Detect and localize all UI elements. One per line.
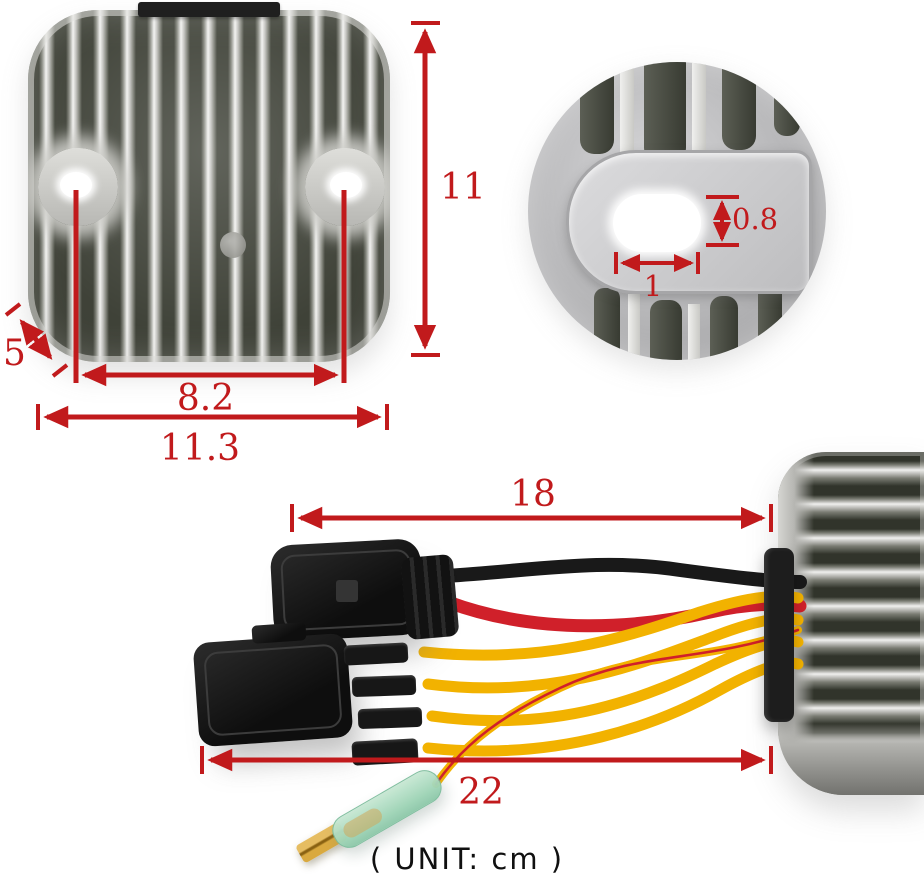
dim-label-overall-width: 11.3 — [159, 428, 241, 469]
hole-detail-magnifier — [528, 62, 826, 360]
fin-ridge — [620, 62, 634, 152]
dim-label-corner: 5 — [3, 333, 26, 374]
fin-slot — [758, 284, 782, 356]
connector-latch-detail — [336, 580, 358, 602]
dim-label-hole-spacing: 8.2 — [176, 378, 235, 419]
fin-slot — [580, 62, 614, 154]
fin-slot — [644, 62, 686, 164]
dim-line-corner-5 — [19, 319, 53, 360]
dim-label-harness-18: 18 — [510, 474, 556, 515]
fin-slot — [650, 300, 682, 360]
fin-ridge — [628, 294, 640, 360]
wire-signal-red-stripe — [434, 628, 800, 786]
fin-slot — [594, 288, 620, 360]
top-connector-tab — [138, 2, 280, 17]
mounting-hole-detail — [613, 194, 701, 252]
dim-tick — [51, 363, 69, 378]
wire-boot — [764, 548, 794, 722]
regulator-top-view-photo — [28, 10, 390, 362]
casting-dot — [220, 232, 246, 258]
unit-label: ( UNIT: cm ) — [369, 842, 565, 876]
dim-group — [4, 21, 773, 774]
dim-label-hole-height: 0.8 — [732, 202, 779, 236]
fin-ridge — [692, 62, 706, 158]
dim-label-height: 11 — [440, 167, 486, 208]
dim-tick — [4, 302, 22, 317]
dim-label-harness-22: 22 — [458, 772, 504, 813]
dim-label-hole-width: 1 — [643, 269, 663, 303]
fin-ridge — [688, 304, 700, 360]
fin-slot — [774, 62, 800, 136]
fin-slot — [710, 296, 738, 360]
fin-slot — [722, 62, 756, 150]
